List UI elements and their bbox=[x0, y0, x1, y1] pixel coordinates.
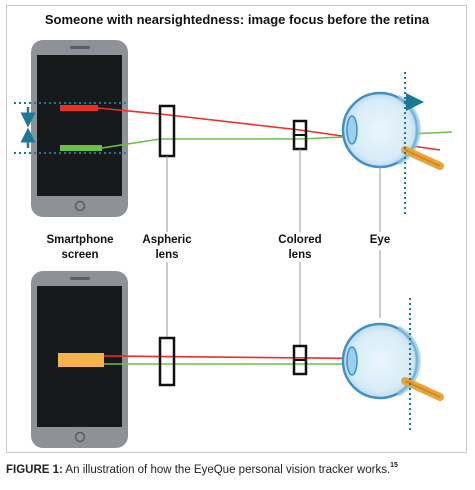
aspheric-label-1: Aspheric bbox=[142, 234, 192, 246]
caption-prefix: FIGURE 1: bbox=[6, 464, 63, 476]
phone-speaker bbox=[70, 277, 90, 280]
figure-frame bbox=[6, 5, 467, 453]
orange-merged-target bbox=[58, 353, 104, 367]
caption-text: An illustration of how the EyeQue person… bbox=[62, 464, 391, 476]
smartphone-bottom bbox=[31, 271, 128, 448]
colored-lens-bottom bbox=[292, 344, 308, 376]
colored-label-1: Colored bbox=[278, 234, 321, 246]
phone-speaker bbox=[70, 46, 90, 49]
smartphone-label-2: screen bbox=[61, 249, 98, 261]
bottom-scene bbox=[31, 271, 444, 448]
eye-top bbox=[341, 91, 444, 170]
eyeque-diagram: Someone with nearsightedness: image focu… bbox=[14, 12, 453, 448]
diagram-title: Someone with nearsightedness: image focu… bbox=[45, 12, 430, 27]
colored-label-2: lens bbox=[288, 249, 311, 261]
phone-screen bbox=[37, 55, 122, 196]
smartphone-label-1: Smartphone bbox=[46, 234, 113, 246]
eye-bottom bbox=[341, 322, 444, 401]
green-target bbox=[60, 145, 102, 151]
phone-home-button bbox=[74, 200, 86, 212]
figure-caption: FIGURE 1: An illustration of how the Eye… bbox=[6, 462, 472, 476]
red-target bbox=[60, 105, 98, 111]
colored-lens-top bbox=[292, 119, 308, 151]
eye-label: Eye bbox=[370, 234, 390, 246]
aspheric-label-2: lens bbox=[155, 249, 178, 261]
top-scene bbox=[14, 40, 453, 217]
phone-home-button bbox=[74, 431, 86, 443]
smartphone-top bbox=[31, 40, 128, 217]
aspheric-lens-bottom bbox=[158, 336, 176, 387]
caption-ref: 15 bbox=[390, 462, 398, 469]
